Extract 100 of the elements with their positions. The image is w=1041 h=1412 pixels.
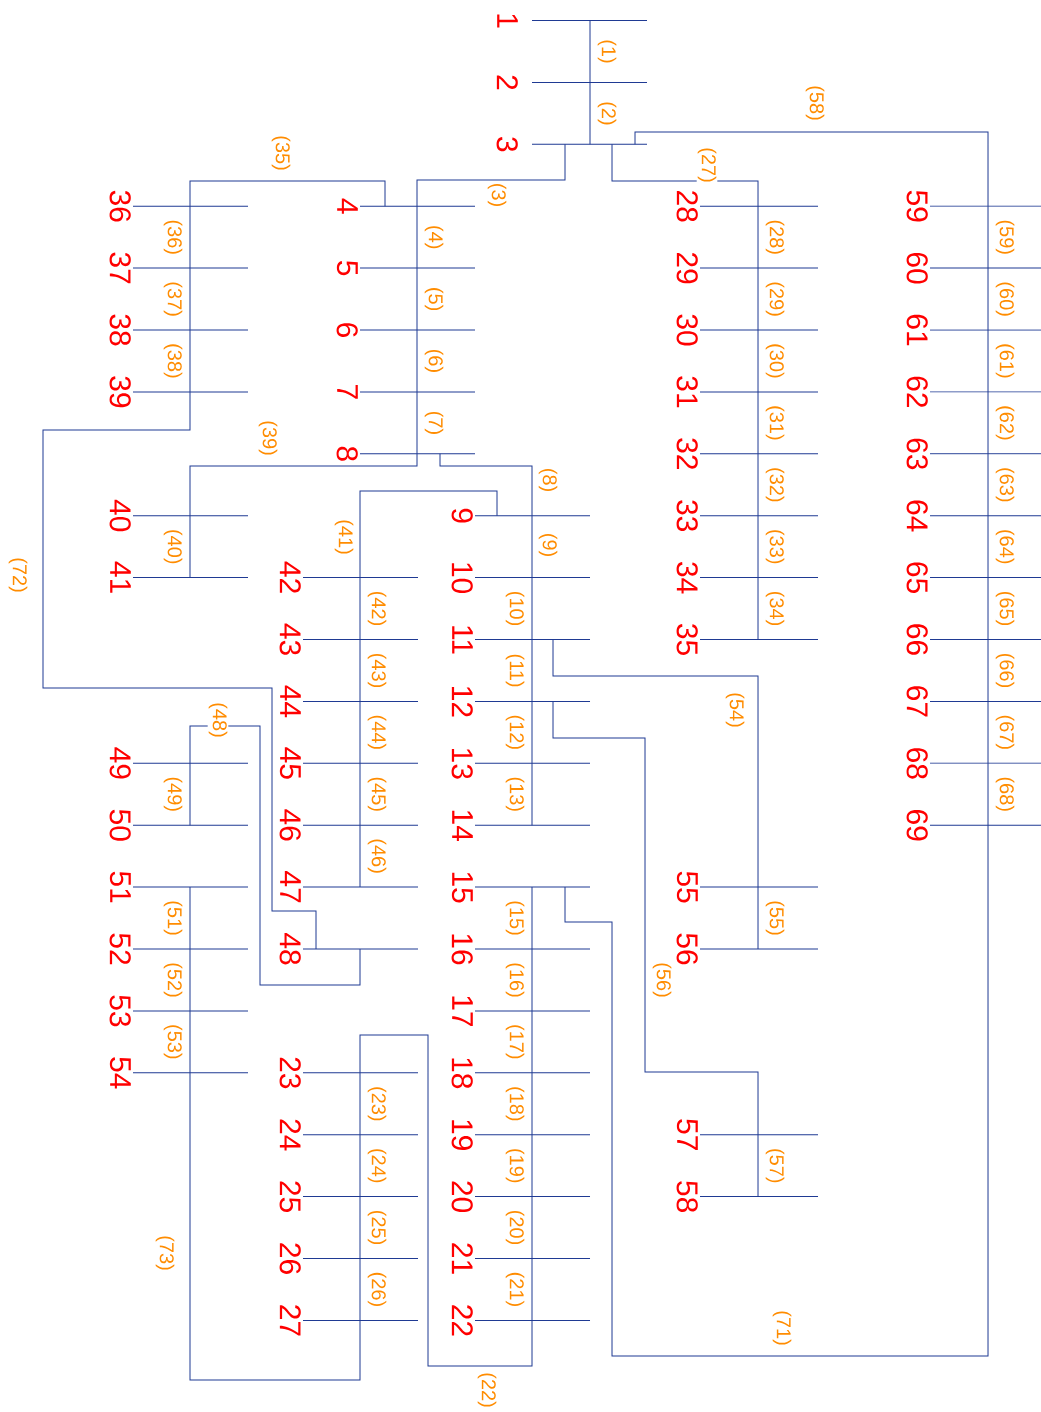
edge-label: (23) [366,1085,388,1123]
line [416,267,418,331]
edge-label: (10) [504,589,526,628]
edge-label: (48) [207,701,229,739]
line [416,391,418,455]
bus-number: 37 [109,252,131,284]
edge-label: (64) [994,527,1016,566]
line [359,1034,533,1367]
bus-number: 15 [451,872,473,903]
line [189,762,191,826]
edge-label: (3) [486,181,508,209]
line [189,205,191,269]
line [589,81,591,145]
line [531,1134,533,1198]
edge-label: (35) [270,134,292,172]
bus-number: 16 [451,934,473,965]
edge-label: (12) [504,713,526,752]
bus-number: 39 [109,376,131,408]
bus-number: 2 [496,75,518,90]
bus-number: 1 [497,14,518,28]
bus-number: 42 [279,561,301,593]
line [531,1196,533,1259]
bus-number: 66 [906,624,928,655]
edge-label: (30) [764,342,786,380]
line [439,453,533,517]
bus-number: 4 [337,198,358,214]
line [987,453,989,517]
bus-number: 9 [451,508,473,523]
line [531,1010,533,1074]
bus-number: 33 [676,500,698,532]
line [531,886,533,950]
line [987,639,989,702]
edge-label: (42) [366,589,388,628]
edge-label: (68) [994,775,1016,813]
line [359,1196,361,1259]
line [987,515,989,579]
bus-number: 46 [279,809,301,841]
line [189,948,191,1012]
bus-number: 57 [676,1119,698,1150]
edge-label: (24) [366,1146,388,1185]
edge-label: (4) [423,224,445,251]
bus-number: 17 [452,996,473,1027]
line [416,329,418,393]
edge-label: (34) [764,589,786,628]
edge-label: (67) [994,713,1016,752]
edge-label: (46) [366,837,388,875]
edge-label: (53) [162,1023,184,1061]
bus-number: 13 [451,748,473,779]
line [359,762,361,826]
edge-label: (58) [804,84,826,122]
line [359,490,498,579]
line [189,515,191,579]
line [531,1258,533,1321]
line [987,205,989,269]
edge-label: (44) [366,713,388,752]
edge-label: (39) [257,419,279,457]
edge-label: (56) [651,961,673,999]
edge-label: (21) [504,1270,526,1309]
line [359,1072,361,1136]
bus-number: 26 [279,1243,301,1274]
line [189,267,191,331]
bus-number: 25 [279,1181,301,1213]
edge-label: (66) [994,651,1016,690]
bus-number: 28 [676,191,698,222]
edge-label: (5) [423,285,445,313]
edge-label: (6) [423,347,445,375]
bus-number: 41 [110,561,131,593]
bus-number: 55 [676,871,698,903]
line [757,205,759,269]
edge-label: (8) [537,466,559,494]
edge-label: (63) [994,466,1016,504]
edge-label: (37) [162,280,184,318]
line [359,639,361,702]
bus-number: 22 [451,1305,473,1336]
line [359,700,361,764]
bus-number: 65 [906,562,928,594]
line [531,1072,533,1136]
edge-label: (51) [162,899,184,937]
bus-number: 5 [336,260,358,276]
bus-number: 49 [109,747,131,779]
bus-number: 52 [109,933,131,965]
edge-label: (60) [994,280,1016,318]
bus-number: 11 [452,626,473,654]
bus-number: 69 [906,810,928,841]
edge-label: (72) [7,556,29,594]
edge-label: (9) [537,531,559,559]
bus-number: 18 [451,1058,473,1089]
bus-number: 24 [279,1119,301,1151]
edge-label: (40) [162,527,184,566]
edge-label: (1) [596,38,618,65]
bus-number: 64 [906,500,928,532]
bus-number: 44 [280,685,301,718]
edge-label: (7) [423,409,445,437]
bus-number: 27 [279,1305,301,1336]
bus-number: 62 [906,376,928,408]
edge-label: (20) [504,1208,526,1247]
edge-label: (18) [504,1085,526,1123]
line [359,824,361,888]
line [987,267,989,331]
bus-number: 51 [109,871,131,903]
